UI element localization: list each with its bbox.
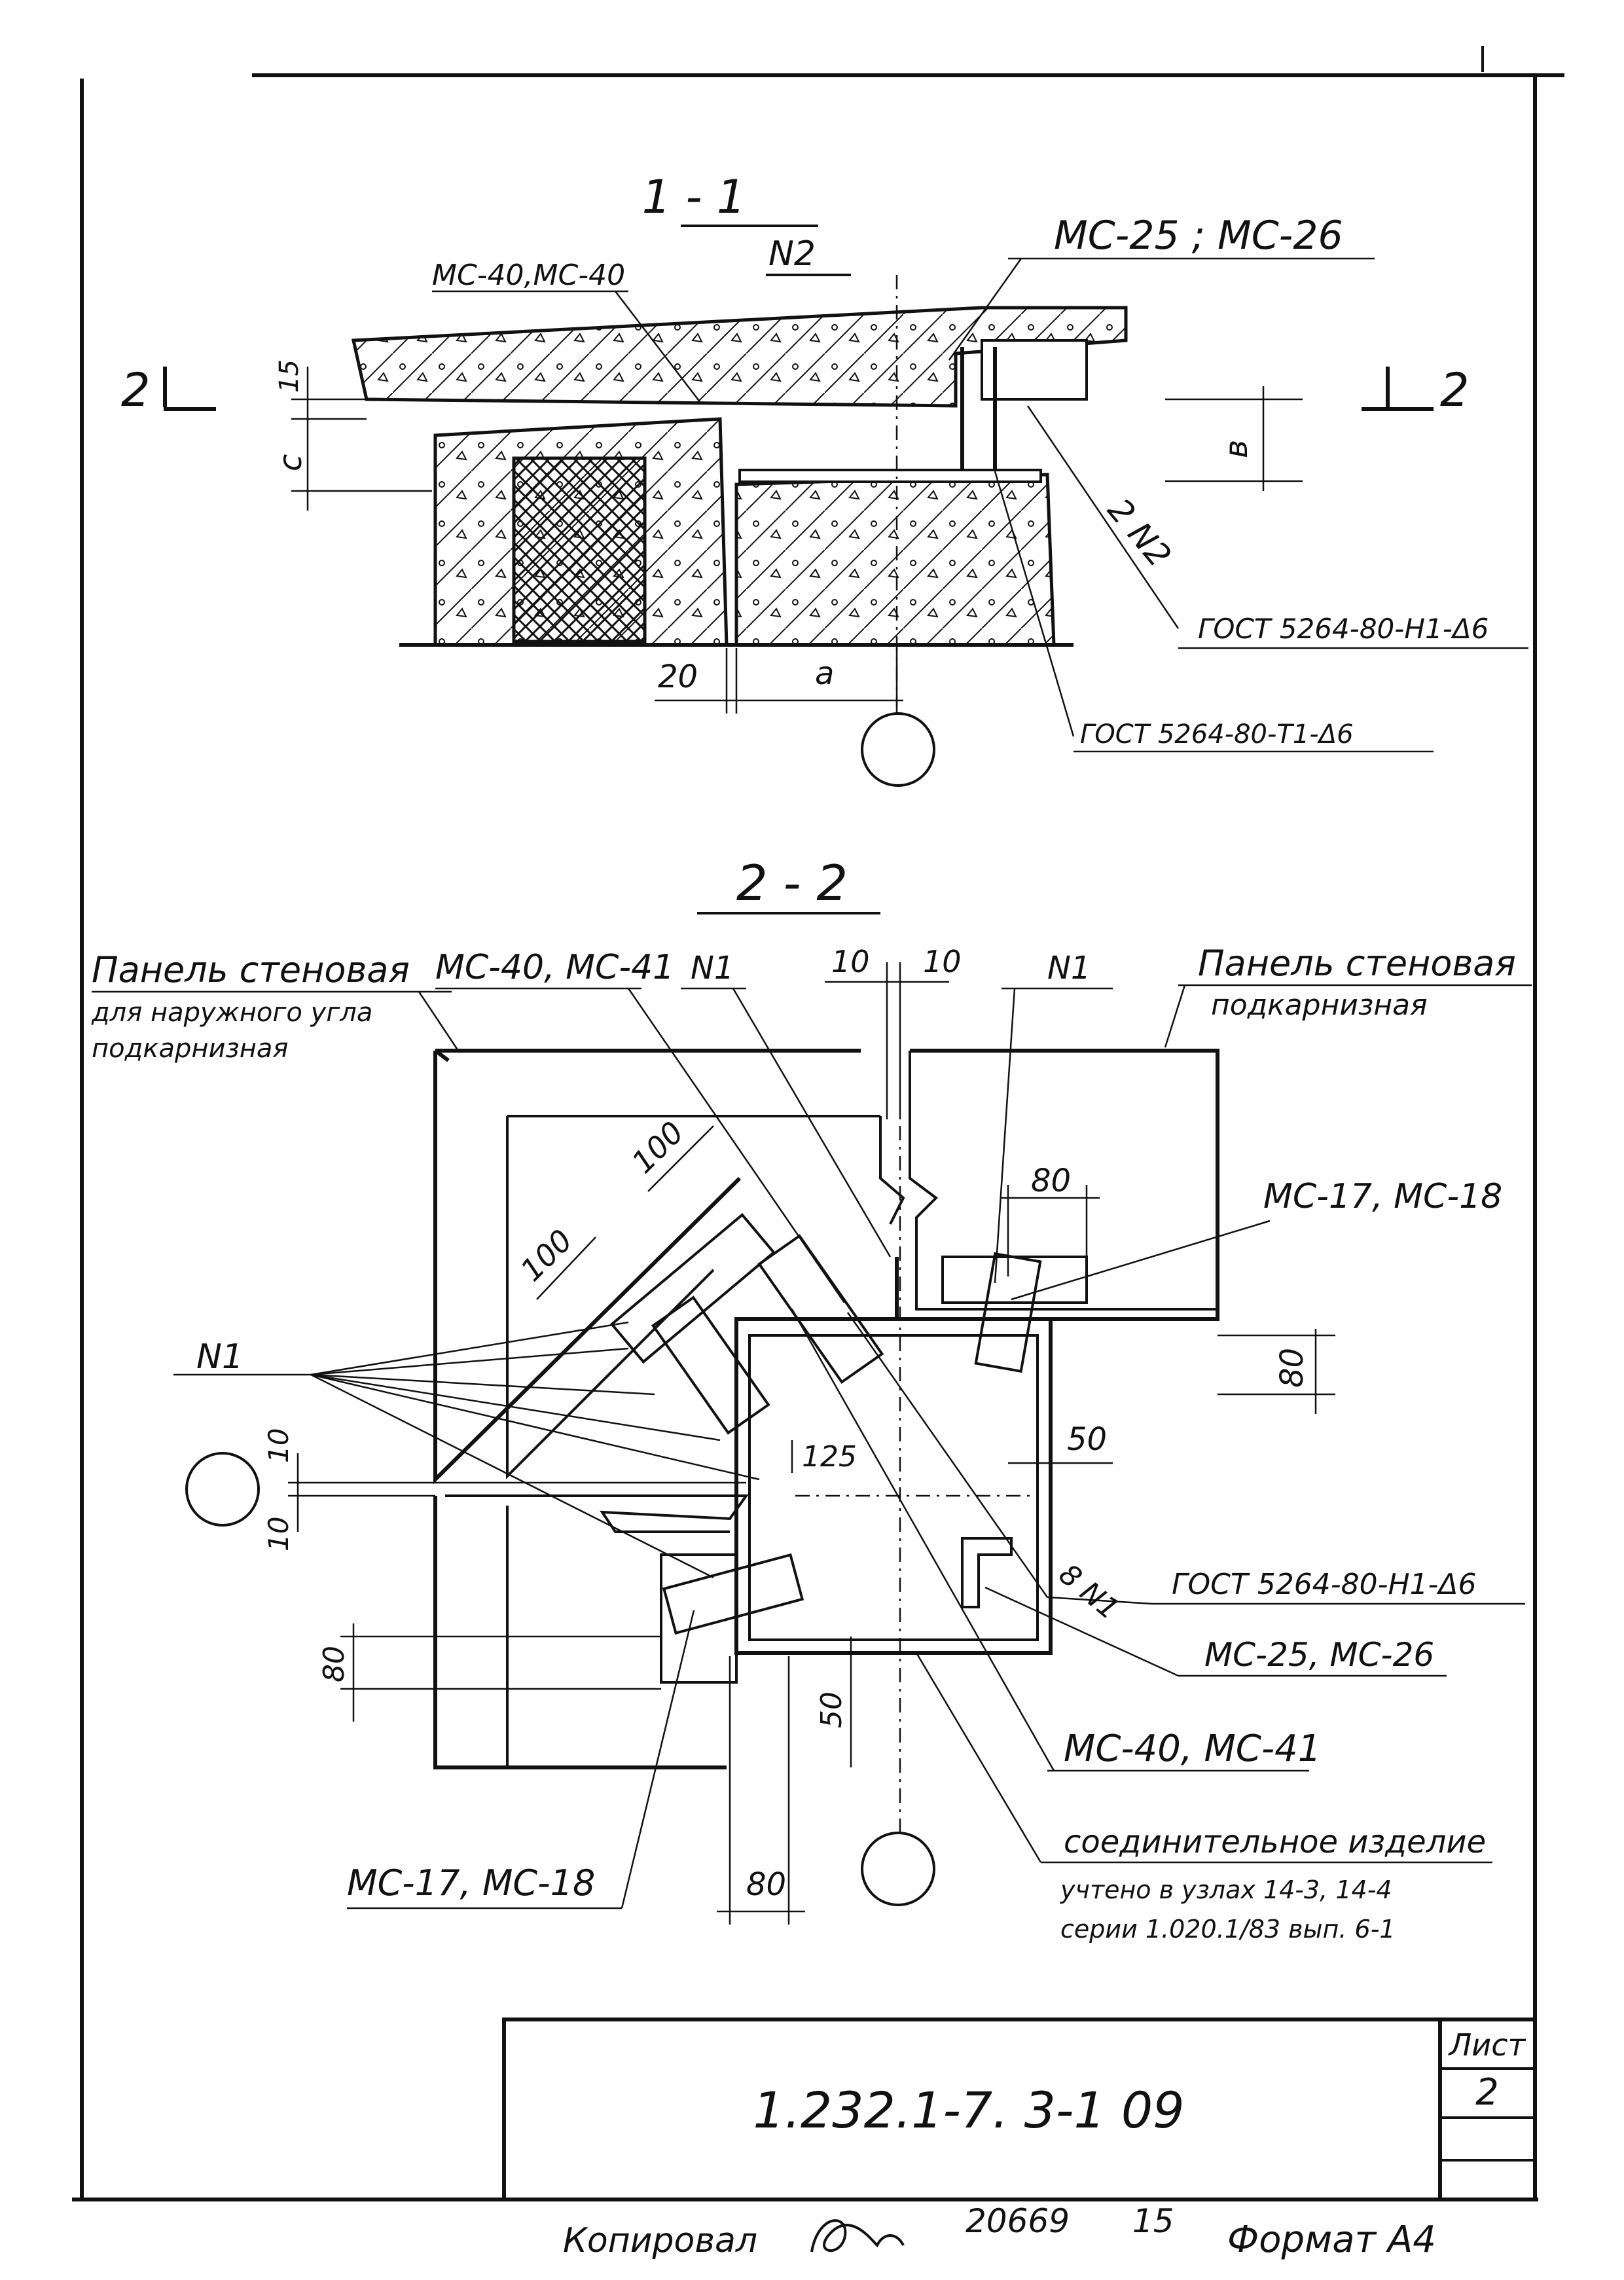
skewed-plate-4 xyxy=(974,1252,1042,1373)
section-2-axis-bubble-left xyxy=(185,1452,260,1527)
title-block: 1.232.1-7. 3-1 09 Лист 2 xyxy=(502,2018,1537,2201)
right-panel xyxy=(895,1049,1219,1321)
section-1-cut-left: 2 xyxy=(121,363,151,417)
ms40-41-bottom-label: МС-40, МС-41 xyxy=(1064,1728,1321,1770)
section-1-axis-bubble xyxy=(861,712,935,787)
section-1-dim-15: 15 xyxy=(274,359,304,393)
section-1-dim-20: 20 xyxy=(658,659,698,695)
dim-10a: 10 xyxy=(831,944,870,979)
insulation-block xyxy=(512,456,647,643)
connector-title: соединительное изделие xyxy=(1064,1824,1486,1860)
dim-100b: 100 xyxy=(514,1223,579,1288)
section-1-weld-ref: 2 N2 xyxy=(1100,491,1179,574)
sheet-label: Лист xyxy=(1448,2027,1526,2063)
dim-125: 125 xyxy=(802,1440,857,1474)
dim-10d: 10 xyxy=(262,1517,295,1551)
weld-8n1: 8 N1 xyxy=(1053,1557,1126,1626)
bottom-panel xyxy=(433,1496,727,1769)
section-1-cut-right: 2 xyxy=(1440,363,1470,417)
footer: Копировал 20669 15 Формат А4 xyxy=(563,2202,1436,2261)
panel-left-label-3: подкарнизная xyxy=(92,1034,289,1064)
right-panel-plate xyxy=(941,1256,1088,1304)
section-2-title: 2 - 2 xyxy=(736,854,848,912)
slab-end-block xyxy=(981,339,1088,401)
panel-right-label-2: подкарнизная xyxy=(1211,988,1428,1022)
section-1-gost-h1: ГОСТ 5264-80-Н1-Δ6 xyxy=(1198,613,1489,645)
n1-top-b: N1 xyxy=(1047,950,1091,986)
section-1-gost-t1: ГОСТ 5264-80-Т1-Δ6 xyxy=(1080,719,1354,750)
dim-80-top: 80 xyxy=(1031,1163,1071,1199)
section-1-title: 1 - 1 xyxy=(642,170,746,224)
dim-80-right: 80 xyxy=(1274,1348,1310,1388)
section-1-axis-ref: N2 xyxy=(768,234,816,274)
dim-100a: 100 xyxy=(625,1115,691,1180)
dim-80-bottom: 80 xyxy=(746,1866,786,1903)
drawing-code: 1.232.1-7. 3-1 09 xyxy=(753,2081,1184,2139)
section-1-label-ms40: МС-40,МС-40 xyxy=(432,259,625,292)
ms25-26-label: МС-25, МС-26 xyxy=(1204,1636,1434,1674)
embedded-plate xyxy=(738,469,1042,483)
wall-panel-right xyxy=(734,473,1056,647)
n1-left: N1 xyxy=(196,1337,244,1377)
section-1-dim-b: в xyxy=(1218,440,1255,458)
dim-10c: 10 xyxy=(262,1428,295,1463)
dim-10b: 10 xyxy=(923,944,962,979)
footer-copied: Копировал xyxy=(563,2221,757,2260)
dim-50-right: 50 xyxy=(1067,1421,1107,1458)
ms17-18-bottom-label: МС-17, МС-18 xyxy=(347,1862,595,1904)
section-1-dim-a: а xyxy=(815,655,834,692)
section-2-gost-h1: ГОСТ 5264-80-Н1-Δ6 xyxy=(1172,1568,1477,1601)
section-1-label-ms25: МС-25 ; МС-26 xyxy=(1054,213,1343,259)
section-2-2: 2 - 2 Панель стеновая для наружного угла… xyxy=(91,854,1532,1944)
ms17-18-right-label: МС-17, МС-18 xyxy=(1263,1177,1502,1216)
copier-signature xyxy=(810,2219,905,2253)
footer-sub: 15 xyxy=(1132,2202,1174,2240)
connector-note-1: учтено в узлах 14-3, 14-4 xyxy=(1060,1875,1392,1904)
connector-note-2: серии 1.020.1/83 вып. 6-1 xyxy=(1060,1915,1396,1944)
footer-format: Формат А4 xyxy=(1227,2218,1436,2261)
connector-inner xyxy=(748,1334,1039,1641)
sheet-number: 2 xyxy=(1475,2071,1499,2114)
skewed-plate-3 xyxy=(651,1295,770,1435)
corner-panel-outer xyxy=(433,1051,742,1485)
skewed-plate-1 xyxy=(609,1212,776,1364)
section-1-dim-c: с xyxy=(272,454,309,471)
ms40-41-top-label: МС-40, МС-41 xyxy=(435,948,674,987)
panel-left-label-1: Панель стеновая xyxy=(92,949,410,990)
dim-80-left: 80 xyxy=(317,1646,351,1682)
panel-left-label-2: для наружного угла xyxy=(91,998,372,1028)
skewed-plate-5 xyxy=(662,1553,804,1635)
section-1-1: 1 - 1 N2 МС-25 ; МС-26 МС-40,МС-40 2 2 xyxy=(121,170,1528,787)
corner-panel-inner xyxy=(506,1116,715,1479)
connector-angle xyxy=(961,1537,1013,1608)
panel-right-label-1: Панель стеновая xyxy=(1198,943,1516,984)
section-2-axis-bubble-bottom xyxy=(861,1832,935,1906)
dim-50-bottom: 50 xyxy=(815,1692,848,1728)
footer-number: 20669 xyxy=(965,2202,1070,2240)
n1-top-a: N1 xyxy=(691,950,734,986)
